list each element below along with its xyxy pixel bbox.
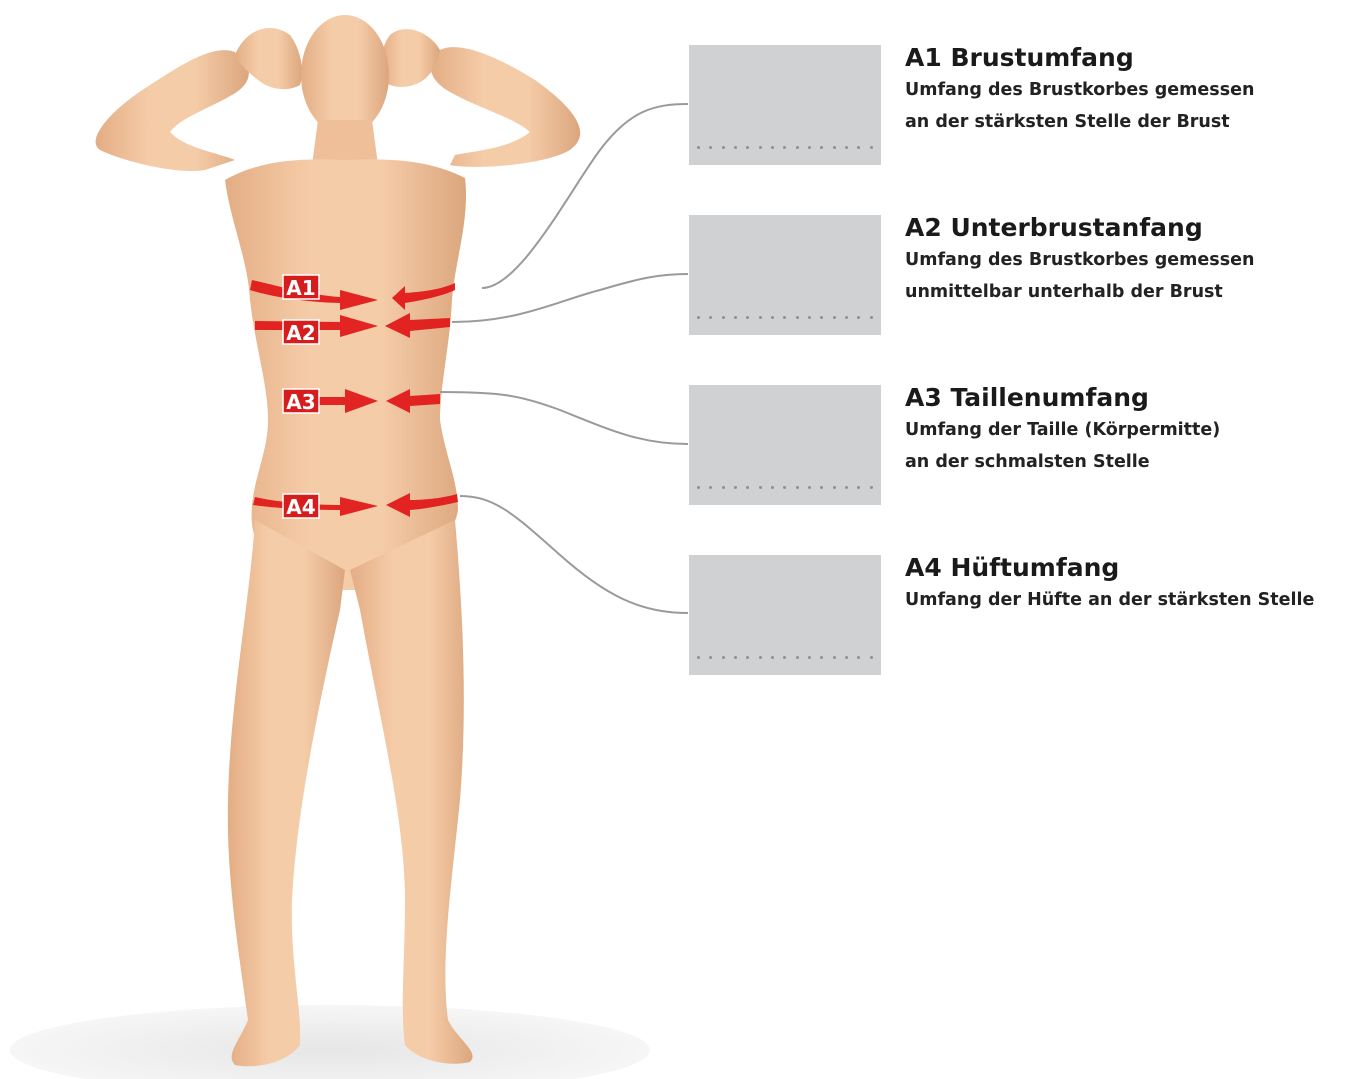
measurement-title: A2 Unterbrustanfang (905, 212, 1345, 244)
right-leg (350, 520, 473, 1064)
measurement-title: A1 Brustumfang (905, 42, 1345, 74)
label-a2: A2 (283, 320, 319, 345)
label-a3: A3 (283, 389, 319, 414)
label-a3-text: A3 (286, 390, 315, 414)
leader-line-a1 (482, 104, 688, 288)
measurement-description-line: Umfang des Brustkorbes gemessen (905, 74, 1345, 106)
left-arm (96, 50, 249, 171)
measurement-description-line: an der schmalsten Stelle (905, 446, 1345, 478)
label-a1-text: A1 (286, 276, 315, 300)
dotted-line (697, 144, 873, 150)
measurement-description-line: Umfang des Brustkorbes gemessen (905, 244, 1345, 276)
right-arm (431, 47, 580, 167)
right-hand (381, 29, 440, 87)
floor-shadow (10, 1005, 650, 1079)
input-box-a1[interactable] (689, 45, 881, 165)
input-box-a2[interactable] (689, 215, 881, 335)
measurement-title: A4 Hüftumfang (905, 552, 1345, 584)
measurement-description-line: unmittelbar unterhalb der Brust (905, 276, 1345, 308)
neck (312, 120, 378, 165)
leader-line-a2 (452, 274, 688, 322)
label-a1: A1 (283, 275, 319, 300)
description-a2: A2 Unterbrustanfang Umfang des Brustkorb… (905, 212, 1345, 308)
measurement-description-line: Umfang der Taille (Körpermitte) (905, 414, 1345, 446)
leader-line-a4 (460, 496, 688, 613)
dotted-line (697, 314, 873, 320)
label-a4: A4 (283, 494, 319, 519)
human-figure (96, 15, 581, 1066)
description-a4: A4 Hüftumfang Umfang der Hüfte an der st… (905, 552, 1345, 616)
dotted-line (697, 484, 873, 490)
label-a4-text: A4 (286, 495, 315, 519)
measurement-description-line: an der stärksten Stelle der Brust (905, 106, 1345, 138)
measurement-description-line: Umfang der Hüfte an der stärksten Stelle (905, 584, 1345, 616)
head (301, 15, 389, 135)
description-a1: A1 Brustumfang Umfang des Brustkorbes ge… (905, 42, 1345, 138)
dotted-line (697, 654, 873, 660)
input-box-a3[interactable] (689, 385, 881, 505)
label-a2-text: A2 (286, 321, 315, 345)
leader-lines (440, 104, 688, 613)
measurement-title: A3 Taillenumfang (905, 382, 1345, 414)
leader-line-a3 (440, 392, 688, 444)
input-box-a4[interactable] (689, 555, 881, 675)
description-a3: A3 Taillenumfang Umfang der Taille (Körp… (905, 382, 1345, 478)
left-leg (228, 520, 345, 1066)
